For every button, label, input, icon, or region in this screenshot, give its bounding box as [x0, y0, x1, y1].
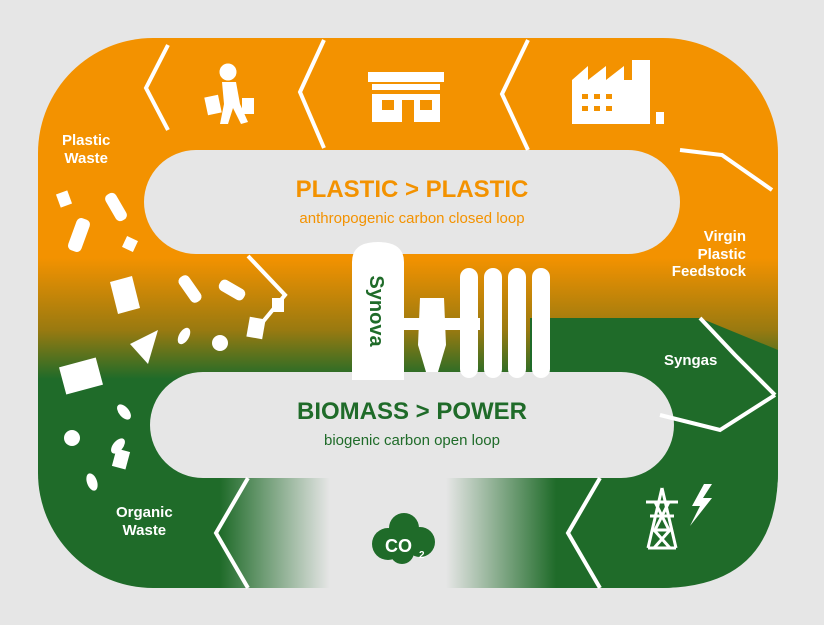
- cup-icon: [55, 190, 73, 208]
- power-tower-icon: [646, 487, 678, 550]
- newspaper-icon: [59, 357, 103, 395]
- co2-text: CO: [385, 536, 412, 556]
- virgin-feedstock-label: Virgin Plastic Feedstock: [628, 228, 746, 281]
- factory-icon: [572, 60, 664, 124]
- organic-waste-label: Organic Waste: [116, 504, 173, 539]
- lightning-icon: [690, 484, 712, 526]
- plastic-waste-label: Plastic Waste: [62, 132, 110, 167]
- organic-waste-line-1: Organic: [116, 504, 173, 521]
- plastic-waste-line-2: Waste: [64, 149, 108, 167]
- apple-icon: [212, 335, 228, 351]
- bottle-icon: [178, 275, 202, 303]
- top-loop-title: PLASTIC > PLASTIC: [295, 176, 529, 203]
- plant-pillar-2: [484, 268, 502, 378]
- cup-icon: [111, 448, 131, 470]
- bottle-icon: [105, 192, 127, 222]
- synova-brand: Synova: [365, 275, 387, 347]
- organic-waste-line-2: Waste: [122, 521, 167, 539]
- leaf-icon: [86, 473, 98, 491]
- plant-cyclone: [418, 298, 446, 372]
- bottom-loop-title: BIOMASS > POWER: [296, 398, 528, 425]
- shopper-icon: [204, 63, 254, 124]
- apple-icon: [64, 430, 80, 446]
- bottle-icon: [68, 218, 90, 252]
- chevron-separators: [143, 39, 777, 590]
- store-icon: [368, 72, 444, 122]
- plant-tower: [352, 242, 404, 380]
- bottom-loop-pill: [150, 372, 674, 478]
- co2-fade-right: [446, 478, 556, 588]
- plastic-waste-line-1: Plastic: [62, 132, 111, 149]
- plant-pillar-3: [508, 268, 526, 378]
- leaf-icon: [117, 404, 131, 420]
- bottle-icon: [218, 279, 246, 301]
- plastic-waste-pieces: [55, 190, 284, 340]
- virgin-feedstock-line-2: Plastic: [697, 245, 746, 263]
- container-icon: [110, 276, 140, 314]
- top-loop-subtitle: anthropogenic carbon closed loop: [299, 210, 525, 227]
- pizza-icon: [130, 330, 158, 364]
- cup-icon: [122, 236, 138, 252]
- cup-icon: [246, 316, 266, 340]
- cup-icon: [272, 298, 284, 312]
- top-loop-pill: [144, 150, 680, 254]
- virgin-feedstock-line-3: Feedstock: [671, 263, 746, 281]
- virgin-feedstock-line-1: Virgin: [703, 228, 746, 245]
- leaf-icon: [177, 327, 191, 345]
- syngas-label: Syngas: [664, 352, 718, 369]
- plant-pillar-4: [532, 268, 550, 378]
- co2-cloud-icon: [372, 513, 435, 564]
- co2-subscript: 2: [419, 550, 425, 561]
- bottom-loop-subtitle: biogenic carbon open loop: [324, 432, 500, 449]
- organic-waste-pieces: [59, 327, 228, 491]
- plant-pillar-1: [460, 268, 478, 378]
- synova-plant: [352, 242, 550, 380]
- leaf-icon: [111, 438, 125, 454]
